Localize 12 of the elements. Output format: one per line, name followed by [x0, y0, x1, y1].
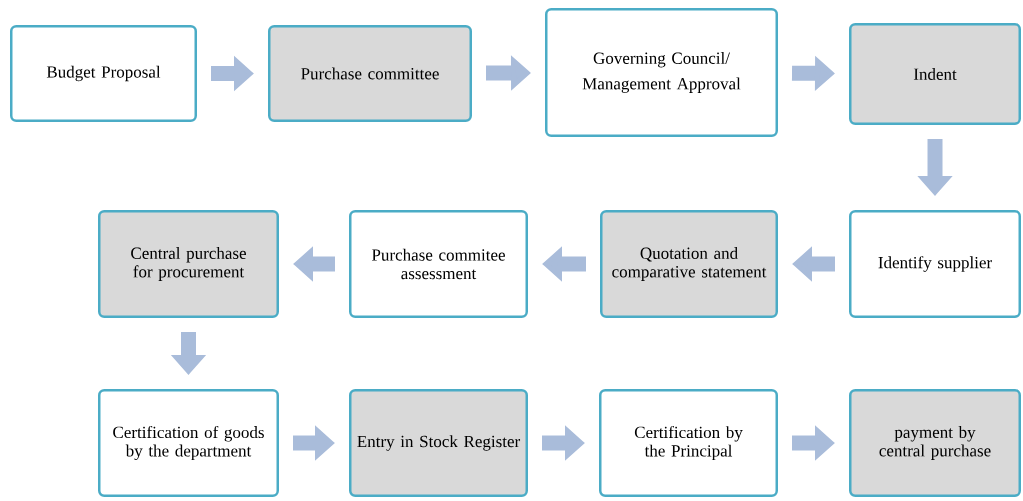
process-box: Entry in Stock Register: [349, 389, 528, 497]
process-box: Purchase committee: [268, 25, 472, 122]
process-box: Purchase commitee assessment: [349, 210, 528, 318]
process-box: Indent: [849, 23, 1021, 125]
process-box: Certification by the Principal: [599, 389, 778, 497]
process-box: Certification of goods by the department: [98, 389, 279, 497]
process-box: Governing Council/ Management Approval: [545, 8, 778, 137]
process-box: Central purchase for procurement: [98, 210, 279, 318]
process-box: payment by central purchase: [849, 389, 1021, 497]
process-box: Identify supplier: [849, 210, 1021, 318]
process-box: Budget Proposal: [10, 25, 197, 122]
process-box: Quotation and comparative statement: [600, 210, 778, 318]
